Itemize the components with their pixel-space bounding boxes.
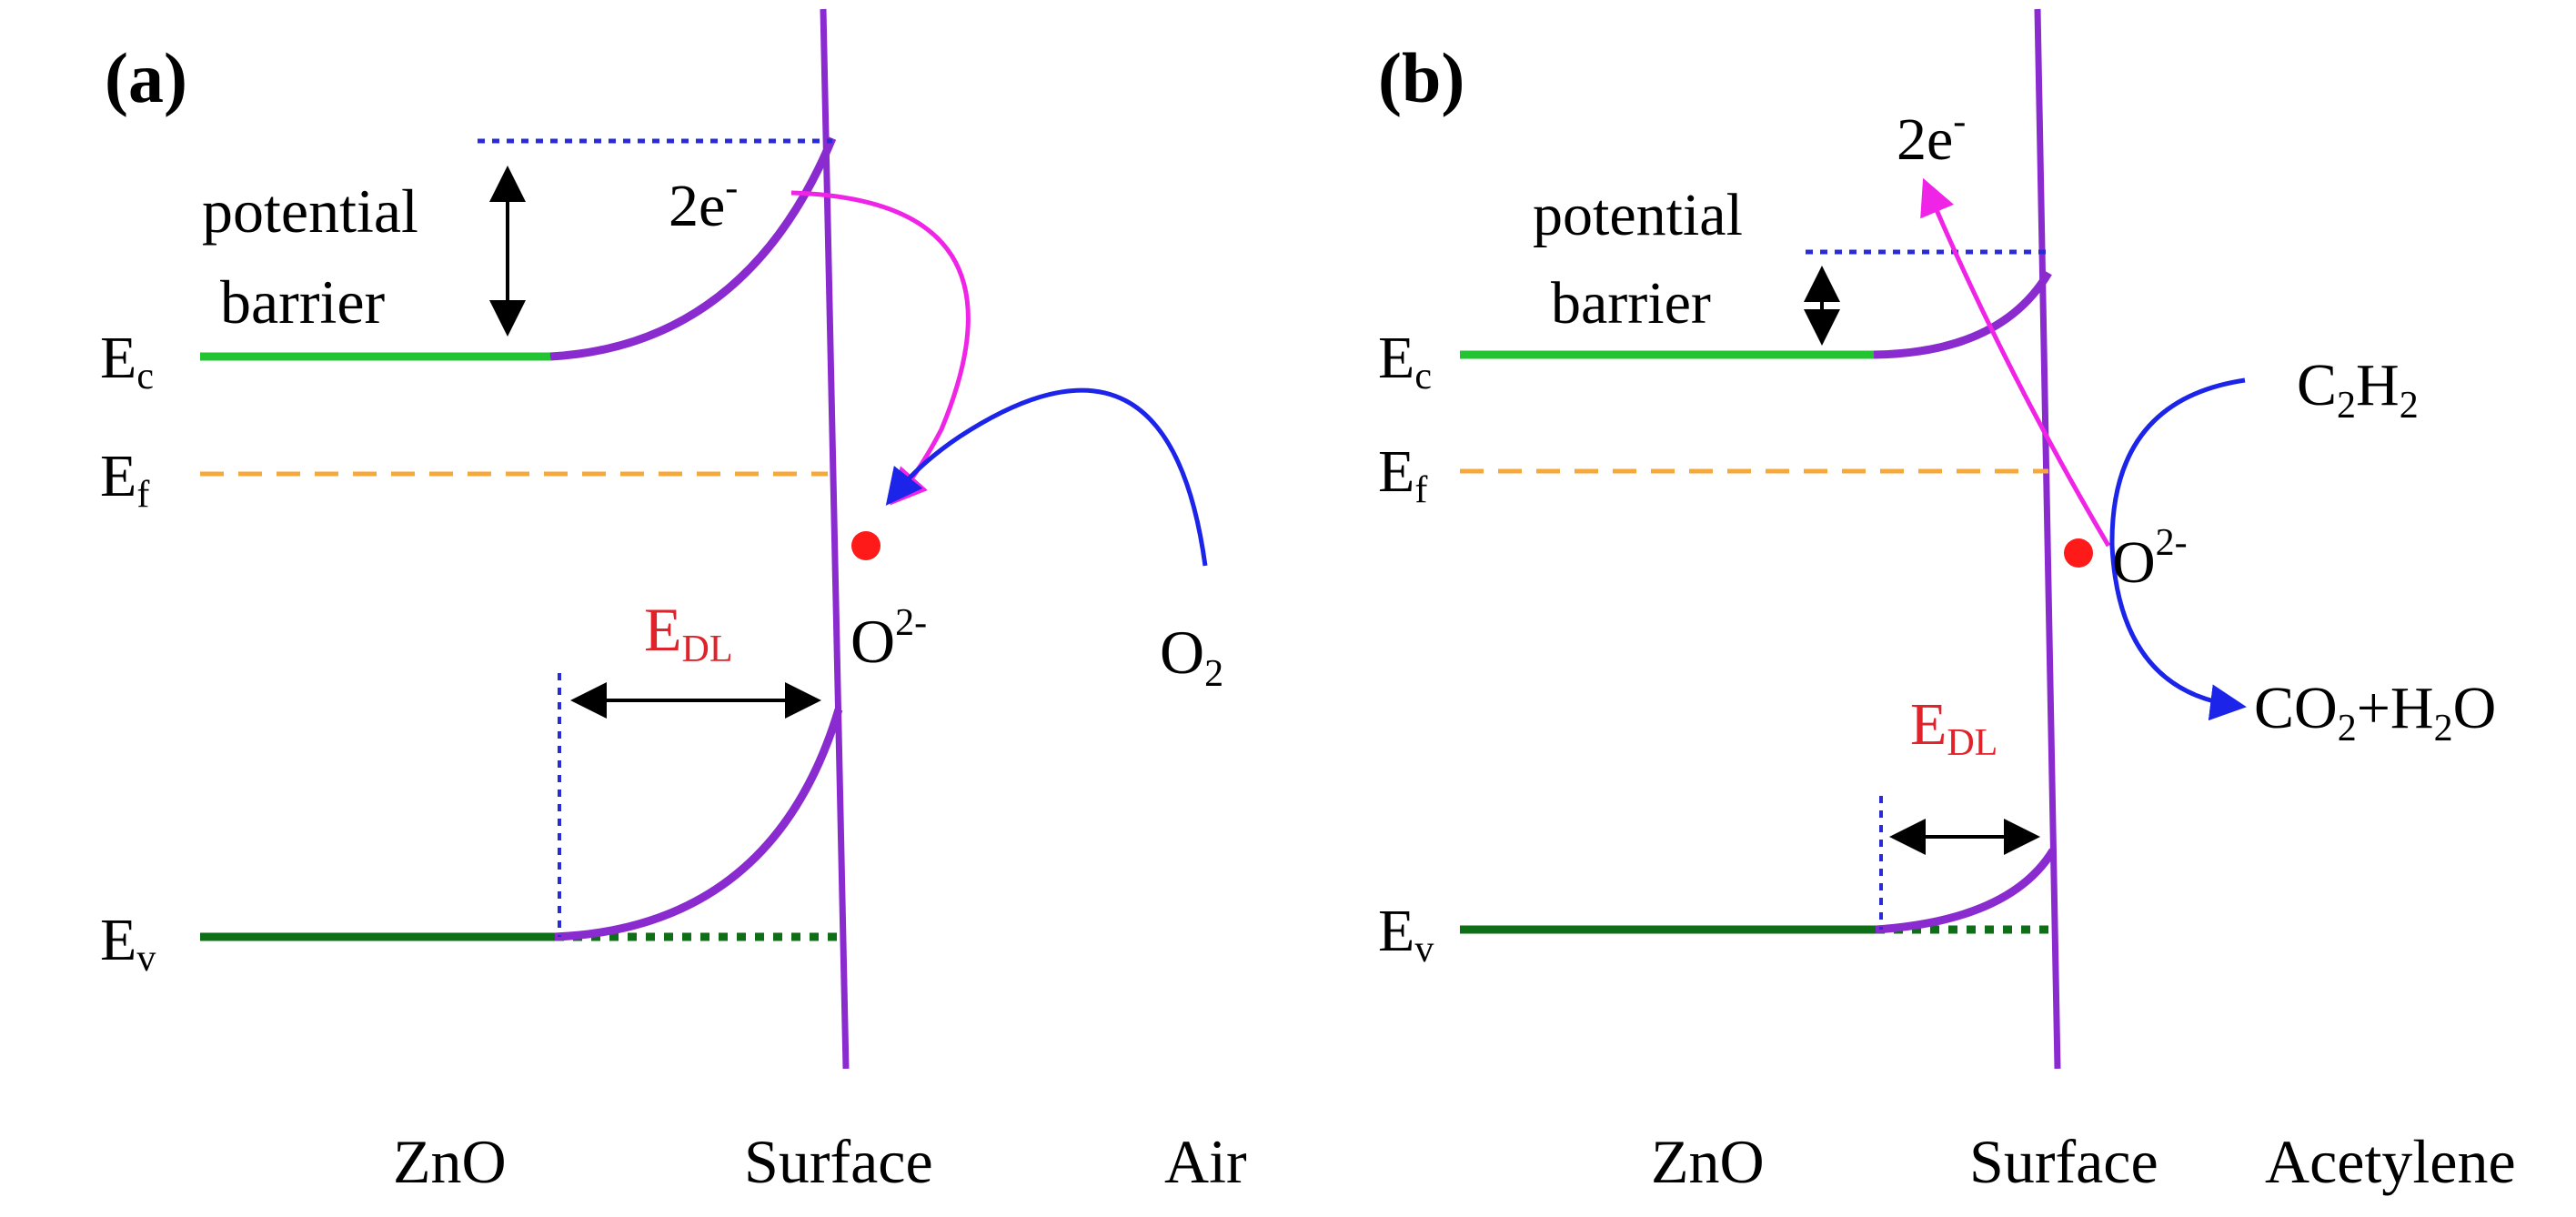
panel-a-barrier-label-2: barrier (220, 267, 386, 337)
panel-b-region-zno: ZnO (1651, 1127, 1765, 1196)
panel-b-reaction-arrow (2109, 377, 2247, 721)
panel-b-ef-label: Ef (1378, 438, 1427, 511)
panel-a-ec-label: Ec (100, 325, 154, 397)
panel-a-valence-band-bending (554, 708, 843, 941)
panel-a-ev-label: Ev (100, 907, 156, 980)
panel-b-conduction-band-bending (1873, 270, 2052, 359)
panel-a-ion-label: O2- (850, 602, 927, 676)
panel-a-oxygen-dot (851, 531, 880, 560)
panel-a-region-zno: ZnO (393, 1127, 507, 1196)
panel-b-ion-label: O2- (2112, 522, 2188, 596)
panel-b-barrier-label-1: potential (1533, 182, 1743, 248)
panel-a-edl-label: EDL (644, 595, 733, 670)
panel-b-reactant-label: C2H2 (2297, 352, 2419, 427)
panel-b-ec-label: Ec (1378, 325, 1432, 397)
panel-a-oxygen-arrow (885, 387, 1208, 567)
panel-b-electron-label: 2e- (1897, 101, 1966, 173)
panel-b-valence-band-bending (1875, 848, 2057, 934)
panel-b-barrier-label-2: barrier (1551, 270, 1711, 337)
panel-b-region-acetylene: Acetylene (2265, 1127, 2516, 1196)
panel-a-surface-line (820, 8, 850, 1070)
panel-b-label: (b) (1378, 38, 1464, 117)
panel-b-edl-label: EDL (1910, 691, 1997, 764)
panel-a-region-surface: Surface (744, 1127, 933, 1196)
panel-a-conduction-band-bending (549, 136, 837, 361)
panel-b-region-surface: Surface (1969, 1127, 2158, 1196)
panel-a-barrier-label-1: potential (202, 176, 418, 246)
panel-b: (b) potential barrier Ec Ef Ev 2e- O2- C… (1378, 8, 2516, 1196)
panel-b-electron-arrow (1920, 177, 2111, 548)
panel-a: (a) potential barrier Ec Ef Ev 2e- O2 O2… (100, 8, 1247, 1196)
panel-a-electron-arrow (790, 190, 971, 506)
panel-a-label: (a) (105, 38, 187, 117)
panel-b-oxygen-dot (2064, 538, 2093, 568)
panel-a-electron-label: 2e- (669, 167, 738, 239)
panel-a-ef-label: Ef (100, 443, 149, 516)
panel-a-region-air: Air (1164, 1127, 1247, 1196)
panel-b-ev-label: Ev (1378, 898, 1434, 971)
panel-b-product-label: CO2+H2O (2254, 675, 2496, 749)
panel-b-surface-line (2034, 8, 2061, 1070)
panel-a-gas-label: O2 (1160, 618, 1223, 695)
